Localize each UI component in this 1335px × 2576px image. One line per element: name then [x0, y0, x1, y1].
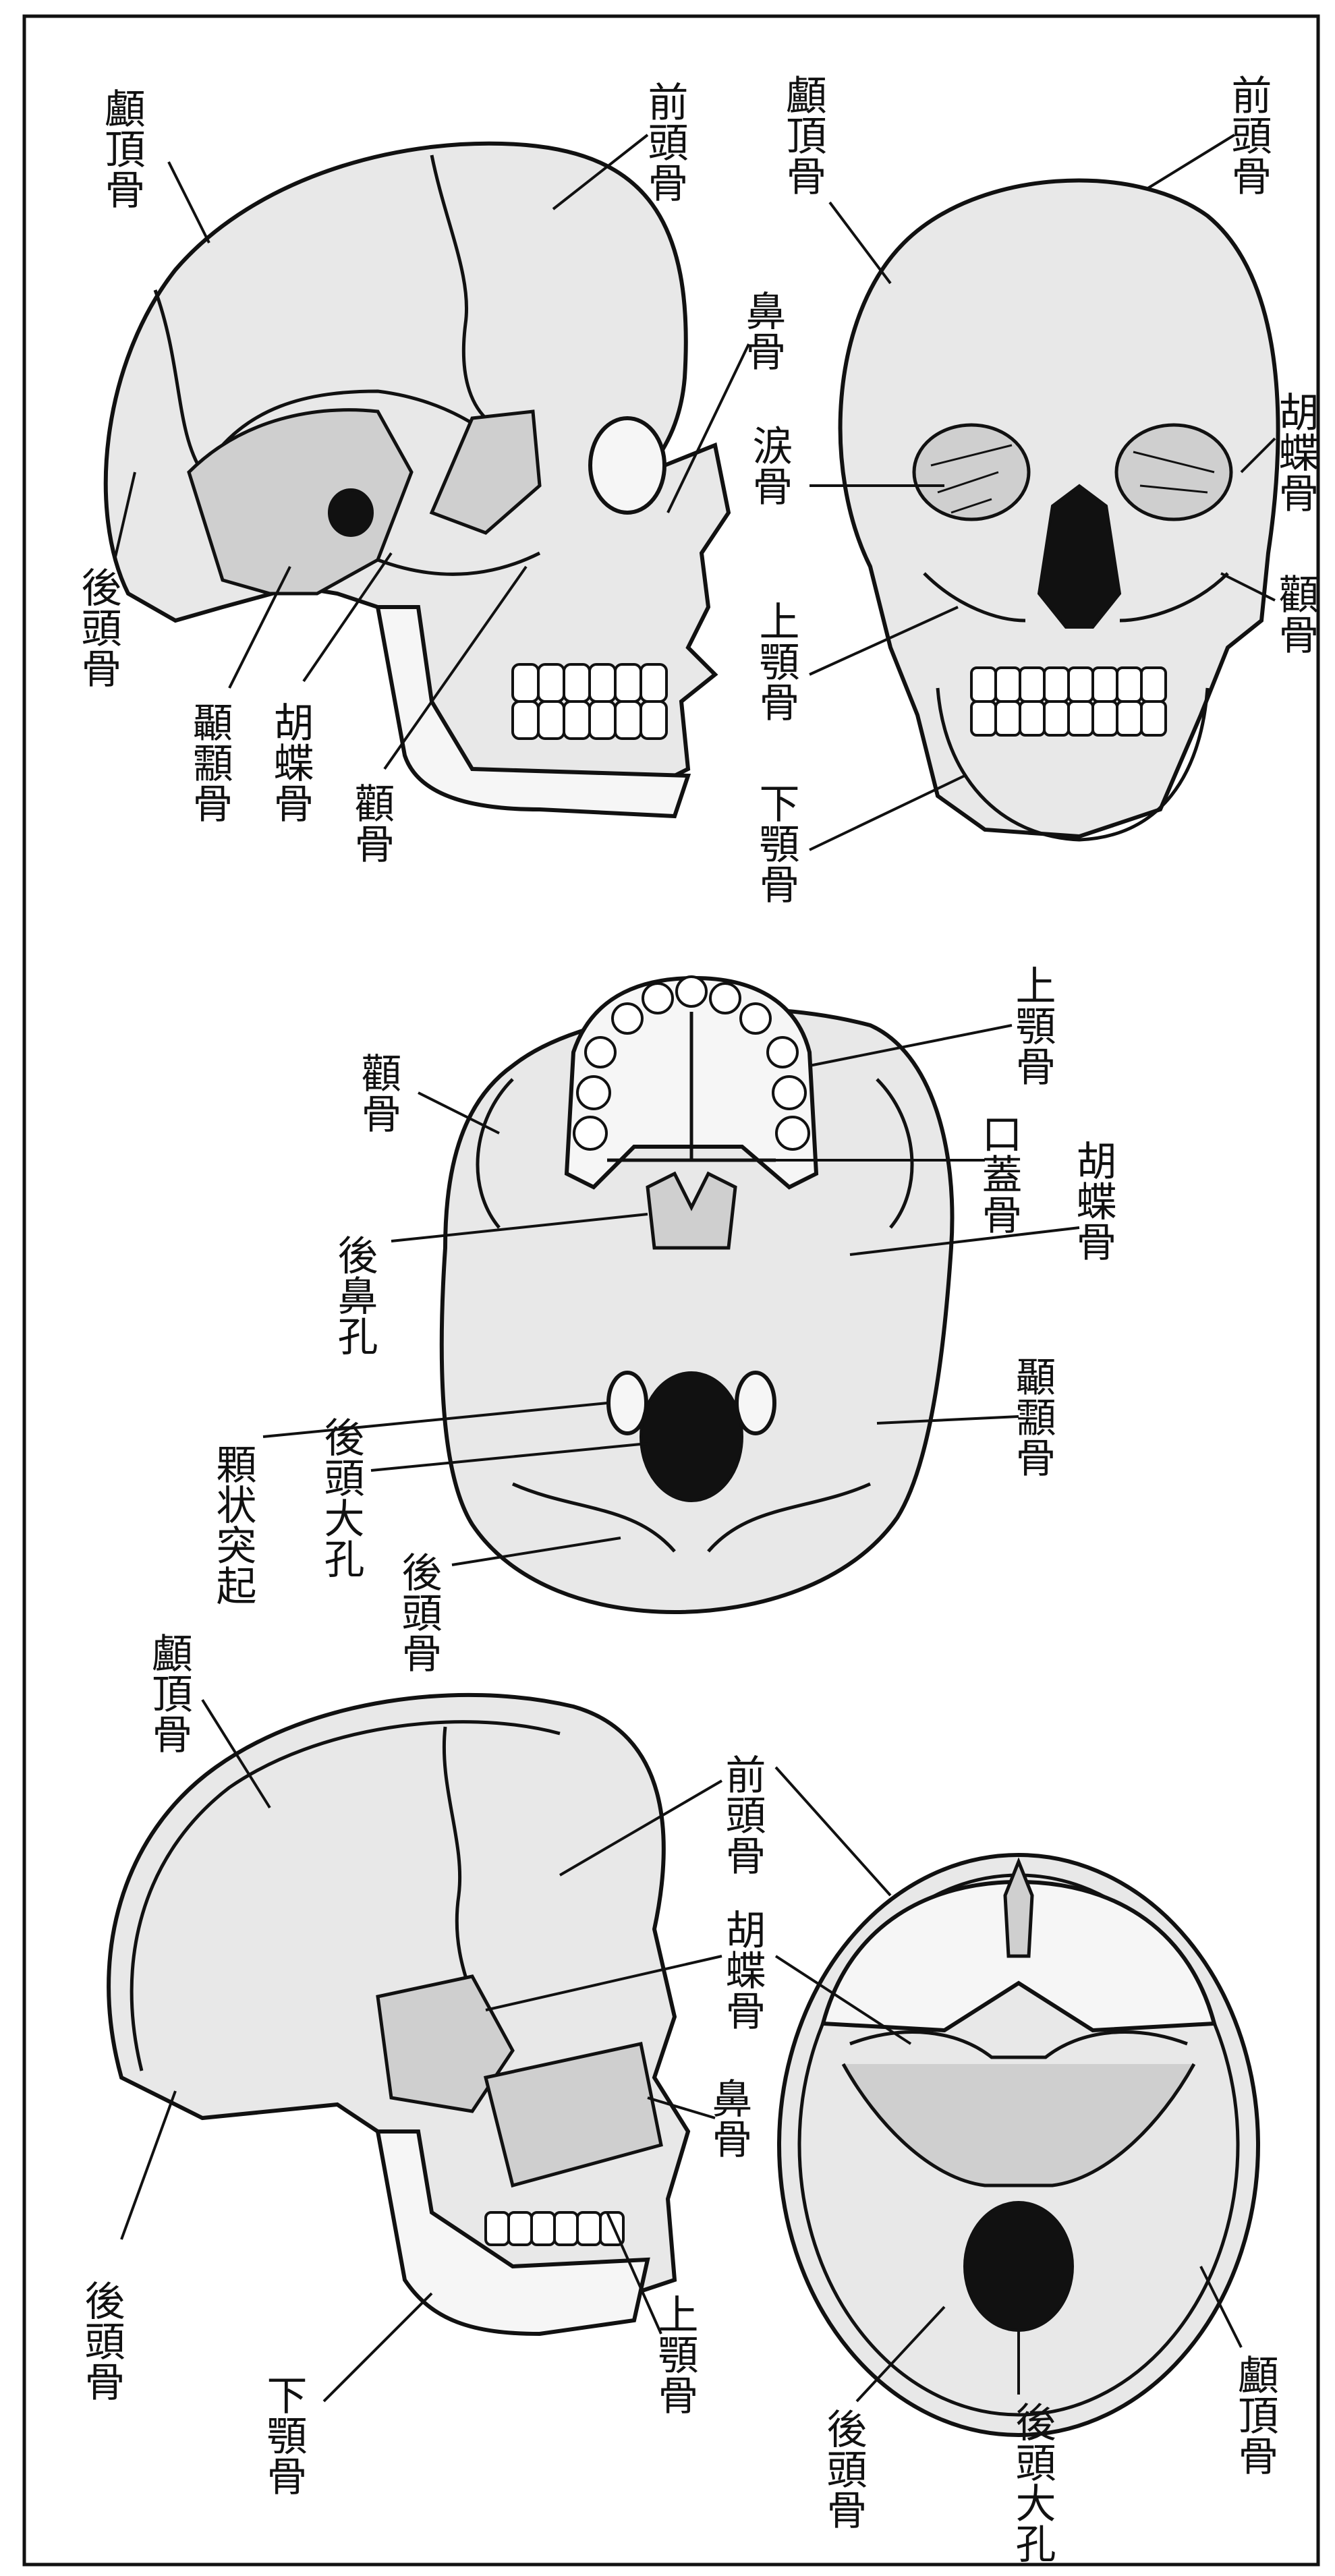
label-sagittal-parietal: 顱頂骨: [145, 1632, 192, 1754]
interior-foramen-magnum: [965, 2202, 1073, 2330]
sagittal-teeth: [486, 2212, 623, 2245]
label-lateral-parietal: 顱頂骨: [98, 88, 145, 209]
label-lateral-sphenoid: 胡蝶骨: [266, 702, 314, 823]
label-basal-sphenoid: 胡蝶骨: [1069, 1140, 1116, 1261]
leader-lateral-parietal: [169, 162, 209, 243]
label-basal-condyle: 顆状突起: [209, 1443, 256, 1605]
label-basal-foramen: 後頭大孔: [317, 1416, 364, 1578]
skull-sagittal-view: [109, 1695, 688, 2334]
frontal-nasal-cavity: [1039, 486, 1120, 627]
label-lateral-zygomatic: 顴骨: [347, 782, 395, 863]
label-frontal-zygomatic: 顴骨: [1272, 573, 1319, 654]
leader-frontal-parietal: [830, 202, 890, 283]
label-lateral-frontal: 前頭骨: [641, 81, 688, 202]
label-basal-zygomatic: 顴骨: [354, 1052, 401, 1133]
label-interior-occipital: 後頭骨: [820, 2408, 867, 2529]
label-basal-maxilla: 上顎骨: [1009, 965, 1056, 1086]
label-basal-occipital: 後頭骨: [395, 1551, 442, 1673]
skull-basal-view: [442, 977, 953, 1612]
label-interior-parietal: 顱頂骨: [1231, 2354, 1278, 2475]
leader-sagittal-mandible: [324, 2293, 432, 2401]
skull-frontal-view: [841, 181, 1278, 840]
label-frontal-lacrimal: 涙骨: [745, 425, 793, 506]
label-frontal-maxilla: 上顎骨: [752, 600, 799, 722]
label-sagittal-maxilla: 上顎骨: [651, 2293, 698, 2415]
lateral-orbit: [590, 418, 664, 513]
label-lateral-temporal: 顳顬骨: [186, 702, 233, 823]
leader-frontal-frontal: [1147, 135, 1234, 189]
label-frontal-parietal: 顱頂骨: [779, 74, 826, 196]
label-interior-foramen: 後頭大孔: [1009, 2401, 1056, 2563]
label-sagittal-mandible: 下顎骨: [260, 2374, 307, 2496]
label-lateral-nasal: 鼻骨: [739, 290, 786, 371]
leader-frontal-mandible: [809, 776, 965, 850]
label-basal-palatine: 口蓋骨: [975, 1113, 1022, 1234]
leader-sagittal-occipital: [121, 2091, 175, 2239]
label-frontal-sphenoid: 胡蝶骨: [1272, 391, 1319, 513]
lateral-ear-canal: [329, 490, 372, 536]
label-shared-frontal: 前頭骨: [718, 1754, 766, 1875]
label-frontal-mandible: 下顎骨: [752, 782, 799, 904]
basal-foramen-magnum: [641, 1373, 742, 1501]
label-basal-choana: 後鼻孔: [331, 1234, 378, 1356]
leader-shared-frontal-right: [776, 1767, 890, 1895]
label-lateral-occipital: 後頭骨: [74, 567, 121, 688]
label-frontal-frontal: 前頭骨: [1224, 74, 1272, 196]
label-shared-sphenoid: 胡蝶骨: [718, 1909, 766, 2030]
label-sagittal-occipital: 後頭骨: [78, 2280, 125, 2401]
